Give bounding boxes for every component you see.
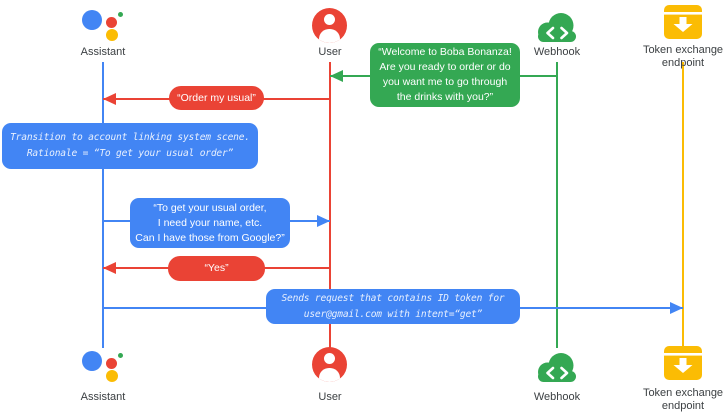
transition-note-line: Transition to account linking system sce… xyxy=(10,132,250,143)
webhook-cloud-icon xyxy=(538,13,576,42)
assistant-yellow-dot-icon xyxy=(106,370,118,382)
assistant-red-dot-icon xyxy=(106,17,117,28)
ask-permission-line: “To get your usual order, xyxy=(153,202,267,214)
ask-permission-line: I need your name, etc. xyxy=(157,217,263,229)
welcome-line: “Welcome to Boba Bonanza! xyxy=(378,46,512,58)
assistant-red-dot-icon xyxy=(106,358,117,369)
send-request-arrowhead-icon xyxy=(670,302,683,314)
token-box-lid-gap xyxy=(664,12,702,15)
assistant-green-dot-icon xyxy=(118,353,123,358)
assistant-label-top: Assistant xyxy=(80,46,126,58)
assistant-yellow-dot-icon xyxy=(106,29,118,41)
welcome-arrowhead-icon xyxy=(330,70,343,82)
download-arrow-shaft-icon xyxy=(679,358,687,366)
user-label-bottom: User xyxy=(318,391,342,403)
token-endpoint-lifeline xyxy=(682,62,684,348)
assistant-blue-dot-icon xyxy=(82,10,102,30)
assistant-label-bottom: Assistant xyxy=(80,391,126,403)
webhook-cloud-icon-bottom xyxy=(538,353,576,382)
user-lifeline xyxy=(329,62,331,348)
transition-note-bubble: Transition to account linking system sce… xyxy=(2,123,258,169)
welcome-line: Are you ready to order or do xyxy=(379,61,511,73)
order-usual-text: “Order my usual” xyxy=(177,92,256,104)
assistant-green-dot-icon xyxy=(118,12,123,17)
welcome-line: you want me to go through xyxy=(382,76,508,88)
webhook-label-top: Webhook xyxy=(533,46,581,58)
send-request-bubble: Sends request that contains ID token for… xyxy=(266,289,520,324)
user-label-top: User xyxy=(318,46,342,58)
order-usual-bubble: “Order my usual” xyxy=(169,86,264,110)
user-head-icon xyxy=(324,353,335,364)
ask-permission-arrowhead-icon xyxy=(317,215,330,227)
user-icon-bottom xyxy=(312,347,347,382)
yes-text: “Yes” xyxy=(204,262,229,274)
ask-permission-line: Can I have those from Google?” xyxy=(135,232,285,244)
token-endpoint-icon xyxy=(664,5,702,39)
token-endpoint-label-bottom: Token exchange endpoint xyxy=(642,387,724,412)
assistant-blue-dot-icon xyxy=(82,351,102,371)
assistant-logo-icon-bottom xyxy=(79,346,127,388)
code-bracket-left-icon xyxy=(546,366,555,380)
ask-permission-bubble: “To get your usual order, I need your na… xyxy=(130,198,290,248)
welcome-line: the drinks with you?” xyxy=(396,91,494,103)
send-request-line: user@gmail.com with intent=“get” xyxy=(303,309,483,320)
yes-arrowhead-icon xyxy=(103,262,116,274)
yes-bubble: “Yes” xyxy=(168,256,265,281)
token-endpoint-icon-bottom xyxy=(664,346,702,380)
send-request-line: Sends request that contains ID token for xyxy=(281,293,505,304)
download-arrow-head-icon xyxy=(673,365,693,373)
download-arrow-head-icon xyxy=(673,24,693,32)
transition-note-line: Rationale = “To get your usual order” xyxy=(26,148,234,159)
user-head-icon xyxy=(324,14,335,25)
user-shoulders-icon xyxy=(319,29,340,43)
code-bracket-right-icon xyxy=(560,366,569,380)
webhook-lifeline xyxy=(556,62,558,348)
user-shoulders-icon xyxy=(319,368,340,382)
download-arrow-shaft-icon xyxy=(679,17,687,25)
assistant-logo-icon xyxy=(79,5,127,47)
code-bracket-left-icon xyxy=(546,26,555,40)
webhook-label-bottom: Webhook xyxy=(533,391,581,403)
token-endpoint-label-top: Token exchange endpoint xyxy=(642,44,724,69)
code-bracket-right-icon xyxy=(560,26,569,40)
order-usual-arrowhead-icon xyxy=(103,93,116,105)
user-icon xyxy=(312,8,347,43)
welcome-message-bubble: “Welcome to Boba Bonanza! Are you ready … xyxy=(370,43,520,107)
token-box-lid-gap xyxy=(664,353,702,356)
assistant-lifeline xyxy=(102,62,104,348)
